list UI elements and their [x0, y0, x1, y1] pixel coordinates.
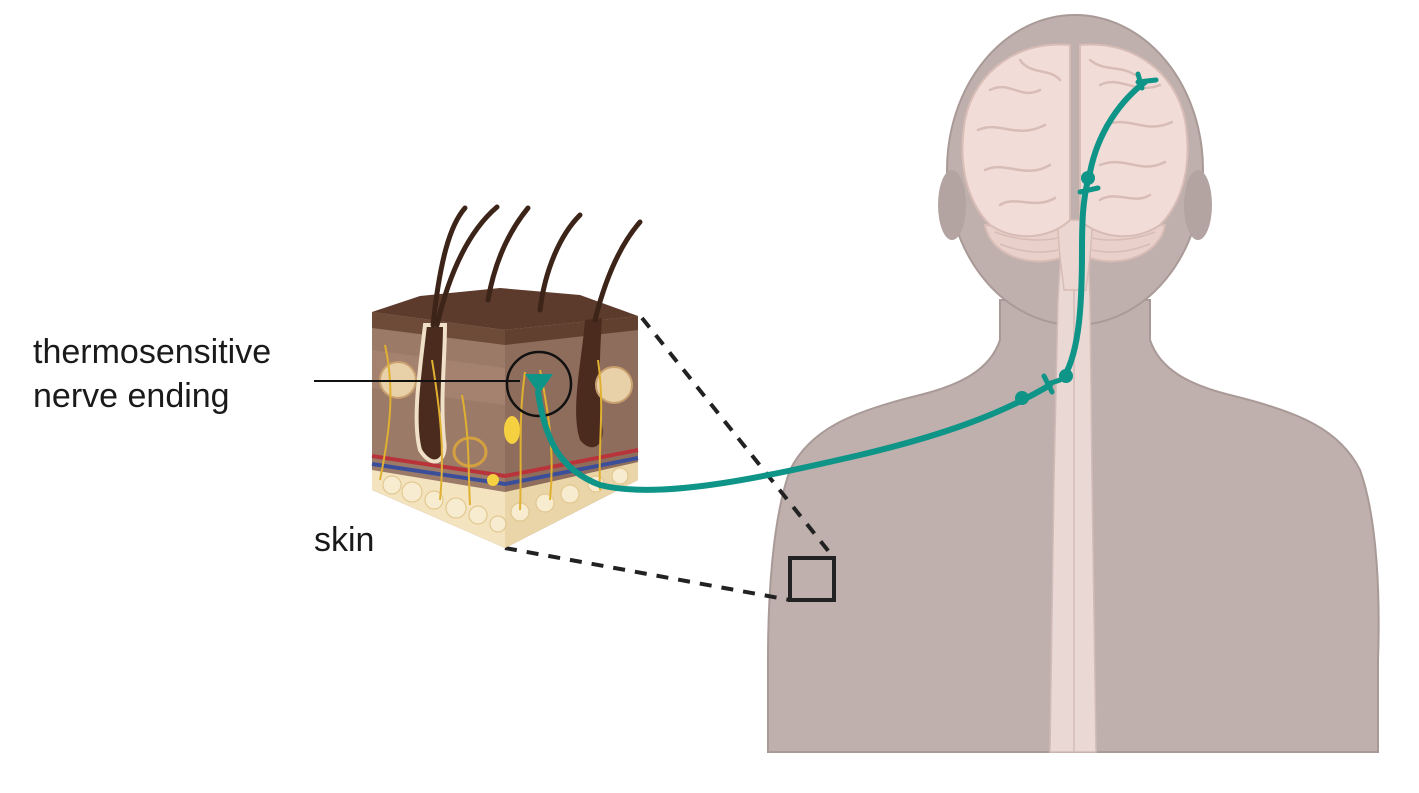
first-order-neuron [535, 382, 1053, 493]
hair-follicle-2 [576, 318, 603, 448]
synapse-thalamus-icon [1077, 185, 1101, 195]
synapse-cortex-icon [1135, 71, 1159, 91]
zoom-line-top [640, 316, 836, 560]
cell-body-spinal-icon [1059, 369, 1073, 383]
blood-vessel-red [371, 448, 639, 479]
nerve-ending-marker [314, 350, 573, 418]
cerebellum-folds [994, 231, 1156, 253]
nerve-ending-label-line2: nerve ending [33, 377, 230, 415]
hairs [430, 204, 643, 328]
brain [961, 43, 1189, 291]
nerve-ending-label-line1: thermosensitive [33, 333, 272, 371]
brain-folds [976, 58, 1174, 207]
nerve-terminals [525, 171, 1095, 405]
left-ear [938, 170, 966, 240]
zoom-indicator [504, 316, 836, 602]
zoom-region-box [788, 556, 836, 602]
skin-label: skin [314, 521, 375, 559]
nerve-ending-terminal-icon [525, 374, 553, 394]
skin-cross-section [371, 204, 643, 548]
right-ear [1184, 170, 1212, 240]
cell-body-peripheral-icon [1015, 391, 1029, 405]
left-hemisphere [961, 43, 1071, 238]
cell-body-thalamus-icon [1081, 171, 1095, 185]
sebaceous-gland-right [595, 366, 633, 404]
zoom-line-bottom [504, 546, 791, 602]
hair-follicle [414, 323, 448, 464]
blood-vessel-blue [371, 456, 639, 487]
receptor-dot [487, 474, 499, 486]
synapse-spinal-icon [1041, 373, 1063, 395]
nerve-ending-highlight-circle [505, 350, 573, 418]
right-hemisphere [1079, 43, 1189, 238]
third-order-neuron [1086, 79, 1148, 181]
nerve-ending-label: thermosensitive nerve ending [33, 330, 271, 418]
synapse-marks [1041, 71, 1159, 395]
pacinian-corpuscle [504, 416, 520, 444]
nerve-pathway [535, 79, 1148, 493]
sweat-gland-coil [452, 436, 488, 468]
brain-stem [1057, 219, 1093, 291]
epidermis-side [505, 316, 638, 345]
second-order-neuron [1061, 177, 1091, 380]
